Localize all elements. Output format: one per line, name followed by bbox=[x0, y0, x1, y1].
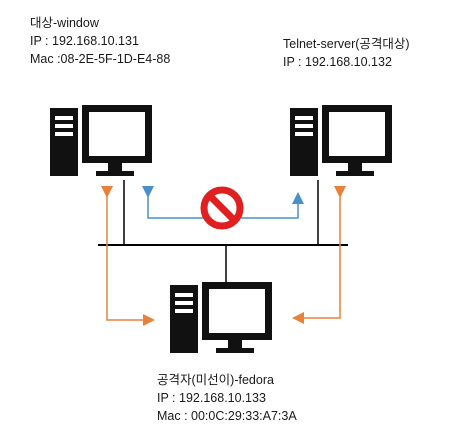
server-name: Telnet-server(공격대상) bbox=[283, 37, 410, 51]
victim-info: 대상-window IP : 192.168.10.131 Mac :08-2E… bbox=[30, 14, 170, 68]
attacker-path-left-arrow bbox=[101, 186, 155, 326]
victim-mac: Mac :08-2E-5F-1D-E4-88 bbox=[30, 52, 171, 66]
attacker-name: 공격자(미선이)-fedora bbox=[157, 373, 274, 387]
no-entry-icon bbox=[200, 186, 244, 230]
server-computer-icon bbox=[290, 105, 392, 176]
victim-computer-icon bbox=[50, 105, 152, 176]
server-ip: IP : 192.168.10.132 bbox=[283, 55, 392, 69]
attacker-computer-icon bbox=[170, 282, 272, 353]
attacker-info: 공격자(미선이)-fedora IP : 192.168.10.133 Mac … bbox=[157, 371, 297, 425]
attacker-mac: Mac : 00:0C:29:33:A7:3A bbox=[157, 409, 297, 423]
attacker-path-right-arrow bbox=[292, 186, 346, 324]
victim-name: 대상-window bbox=[30, 16, 99, 30]
victim-ip: IP : 192.168.10.131 bbox=[30, 34, 139, 48]
server-info: Telnet-server(공격대상) IP : 192.168.10.132 bbox=[283, 35, 410, 71]
attacker-ip: IP : 192.168.10.133 bbox=[157, 391, 266, 405]
